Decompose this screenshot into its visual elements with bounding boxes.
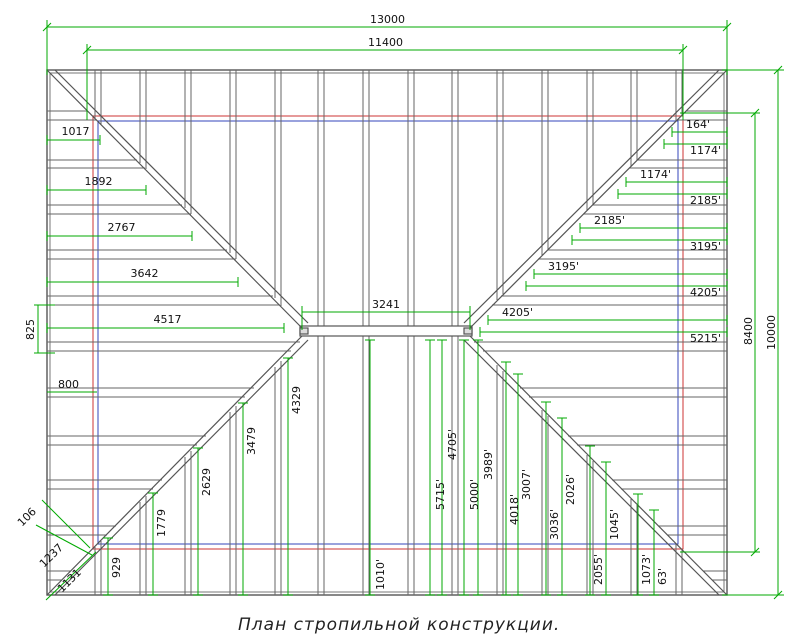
dim-inner-height: 8400 xyxy=(742,317,755,345)
dim-bottom-right-jack: 2026' xyxy=(564,474,577,505)
dim-right-jack-inner: 4205' xyxy=(502,306,533,319)
drawing-title: План стропильной конструкции. xyxy=(238,615,560,635)
dim-bottom-center-jack: 5000' xyxy=(468,479,481,510)
bottom-jack-rafters xyxy=(94,336,683,595)
dim-left-jack: 1017 xyxy=(62,125,90,138)
dimension-overall-width xyxy=(42,20,732,75)
dim-corner-a: 106 xyxy=(15,505,39,529)
dim-bottom-left-jack: 2629 xyxy=(200,468,213,496)
dimension-overall-height xyxy=(722,65,784,600)
dimension-inner-width xyxy=(82,44,688,120)
dim-right-jack-outer: 5215' xyxy=(690,332,721,345)
dim-bottom-right-jack: 63' xyxy=(656,568,669,585)
dim-left-jack: 4517 xyxy=(154,313,182,326)
dim-overall-width: 13000 xyxy=(370,13,405,26)
dim-overall-height: 10000 xyxy=(765,315,778,350)
ridge-beam xyxy=(299,325,473,337)
jack-dimension-labels: 1017 1892 2767 3642 4517 164' 1174' 1174' 2185' 2… xyxy=(62,118,722,590)
dim-bottom-center-jack: 5715' xyxy=(434,479,447,510)
dim-ridge-length: 3241 xyxy=(372,298,400,311)
dimension-inner-height xyxy=(680,108,760,557)
dimension-corner xyxy=(35,499,97,601)
dim-bottom-right-jack: 3007' xyxy=(520,469,533,500)
dim-bottom-left-jack: 3479 xyxy=(245,427,258,455)
dim-left-eave: 800 xyxy=(58,378,79,391)
dim-right-jack-outer: 1174' xyxy=(690,144,721,157)
left-jack-rafters xyxy=(47,110,300,581)
dimension-left-offset xyxy=(34,304,55,354)
dim-bottom-left-jack: 929 xyxy=(110,557,123,578)
dim-bottom-right-jack: 3036' xyxy=(548,509,561,540)
dimension-ridge xyxy=(301,306,471,330)
dim-right-jack-inner: 1174' xyxy=(640,168,671,181)
dim-inner-width: 11400 xyxy=(368,36,403,49)
dim-right-jack-outer: 3195' xyxy=(690,240,721,253)
dim-right-jack-outer: 2185' xyxy=(690,194,721,207)
hip-rafters xyxy=(46,69,728,596)
top-jack-rafters xyxy=(94,70,683,326)
dim-bottom-right-jack: 4018' xyxy=(508,494,521,525)
right-jack-rafters xyxy=(474,110,727,581)
dim-right-jack-inner: 164' xyxy=(686,118,710,131)
dim-corner-b: 1237 xyxy=(37,541,66,570)
dim-bottom-center-jack: 4705' xyxy=(446,429,459,460)
dim-bottom-right-jack: 1073' xyxy=(640,554,653,585)
dim-right-jack-outer: 4205' xyxy=(690,286,721,299)
dim-bottom-center-jack: 1010' xyxy=(374,559,387,590)
dim-bottom-left-jack: 1779 xyxy=(155,509,168,537)
dim-left-jack: 1892 xyxy=(85,175,113,188)
dim-left-jack: 3642 xyxy=(131,267,159,280)
dim-bottom-left-jack: 4329 xyxy=(290,386,303,414)
dim-right-jack-inner: 3195' xyxy=(548,260,579,273)
dim-left-jack: 2767 xyxy=(108,221,136,234)
dim-bottom-right-jack: 1045' xyxy=(608,509,621,540)
jack-dimension-lines xyxy=(46,127,728,596)
dim-right-jack-inner: 2185' xyxy=(594,214,625,227)
dim-bottom-right-jack: 2055' xyxy=(592,554,605,585)
dim-bottom-center-jack: 3989' xyxy=(482,449,495,480)
dim-left-offset: 825 xyxy=(24,319,37,340)
